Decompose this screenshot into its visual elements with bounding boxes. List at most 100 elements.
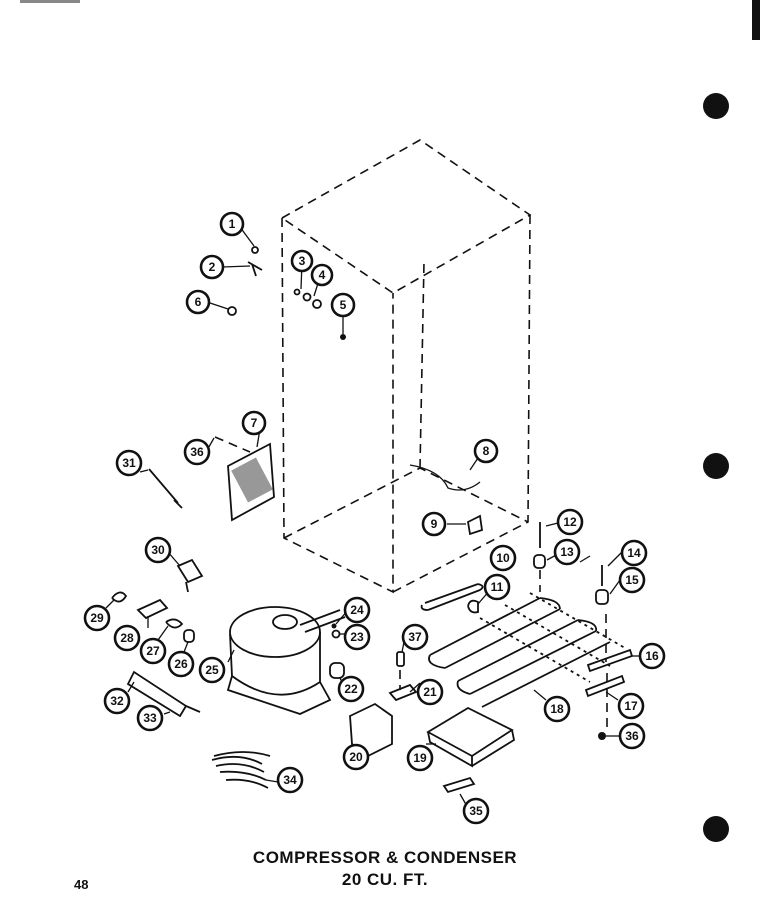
svg-text:6: 6	[195, 295, 202, 309]
svg-text:16: 16	[645, 649, 659, 663]
svg-text:23: 23	[350, 630, 364, 644]
part-13-grommet	[533, 554, 546, 569]
svg-text:3: 3	[299, 254, 306, 268]
svg-text:34: 34	[283, 773, 297, 787]
callout-35: 35	[462, 797, 490, 825]
svg-text:22: 22	[344, 682, 358, 696]
svg-text:25: 25	[205, 663, 219, 677]
part-3-washer	[293, 288, 301, 296]
edge-scan-mark	[752, 0, 760, 40]
callout-20: 20	[342, 743, 370, 771]
part-18-condenser-coil	[429, 592, 626, 707]
callout-28: 28	[113, 624, 141, 652]
svg-text:24: 24	[350, 603, 364, 617]
callout-16: 16	[638, 642, 666, 670]
callout-2: 2	[199, 254, 225, 280]
svg-text:1: 1	[229, 217, 236, 231]
part-30-relay	[176, 558, 204, 593]
svg-text:31: 31	[122, 456, 136, 470]
svg-text:28: 28	[120, 631, 134, 645]
callout-6: 6	[185, 289, 211, 315]
callout-36-panel: 36	[183, 438, 211, 466]
svg-text:14: 14	[627, 546, 641, 560]
binder-hole-mark	[703, 816, 729, 842]
part-29-clip	[111, 591, 128, 603]
callout-13: 13	[553, 538, 581, 566]
callout-17: 17	[617, 692, 645, 720]
part-26-grommet	[183, 629, 195, 643]
svg-text:26: 26	[174, 657, 188, 671]
svg-text:11: 11	[491, 580, 504, 594]
svg-text:35: 35	[469, 804, 483, 818]
cabinet-outline	[280, 139, 532, 594]
part-11-clamp	[467, 599, 479, 614]
svg-text:29: 29	[90, 611, 104, 625]
part-23-washer	[331, 629, 341, 639]
callout-8: 8	[473, 438, 499, 464]
callout-labels: 1 2 3 4 5 6 7 8 9 10 11 12 13 14 15 16 1…	[83, 211, 666, 825]
diagram-title-line-1: COMPRESSOR & CONDENSER	[252, 848, 518, 867]
part-7-panel	[214, 436, 275, 522]
part-21-bracket	[388, 683, 418, 702]
svg-text:36: 36	[625, 729, 639, 743]
callout-37: 37	[401, 623, 429, 651]
callout-33: 33	[136, 704, 164, 732]
callout-15: 15	[618, 566, 646, 594]
binder-hole-mark	[703, 93, 729, 119]
part-35-strip	[442, 776, 476, 794]
callout-36-bracket: 36	[618, 722, 646, 750]
svg-text:17: 17	[624, 699, 638, 713]
callout-5: 5	[330, 292, 356, 318]
svg-text:13: 13	[560, 545, 574, 559]
upper-fasteners	[227, 246, 346, 340]
part-24-clip	[331, 623, 337, 629]
svg-text:36: 36	[190, 445, 204, 459]
callout-21: 21	[416, 678, 444, 706]
svg-text:5: 5	[340, 298, 347, 312]
callout-24: 24	[343, 596, 371, 624]
callout-10: 10	[489, 544, 517, 572]
edge-scan-mark	[20, 0, 80, 3]
callout-19: 19	[406, 744, 434, 772]
svg-text:10: 10	[496, 551, 510, 565]
part-10-dryer	[420, 583, 484, 611]
part-16-bracket	[586, 648, 634, 673]
part-28-cover	[136, 598, 169, 620]
callout-31: 31	[115, 449, 143, 477]
part-31-tie	[148, 468, 183, 509]
svg-text:8: 8	[483, 444, 490, 458]
svg-text:2: 2	[209, 260, 216, 274]
callout-12: 12	[556, 508, 584, 536]
callout-25: 25	[198, 656, 226, 684]
callout-3: 3	[290, 249, 314, 273]
scan-marks	[20, 0, 760, 842]
part-27-clamp	[165, 618, 184, 629]
svg-text:9: 9	[431, 517, 438, 531]
part-37-clip	[396, 651, 405, 667]
callout-4: 4	[310, 263, 334, 287]
svg-text:27: 27	[146, 644, 160, 658]
svg-text:19: 19	[413, 751, 427, 765]
part-4b-nut	[312, 299, 322, 309]
callout-27: 27	[139, 637, 167, 665]
svg-text:30: 30	[151, 543, 165, 557]
part-9-clip	[467, 514, 483, 536]
svg-text:33: 33	[143, 711, 157, 725]
callout-30: 30	[144, 536, 172, 564]
callout-1: 1	[219, 211, 245, 237]
callout-34: 34	[276, 766, 304, 794]
callout-9: 9	[421, 511, 447, 537]
part-25-compressor	[226, 606, 346, 715]
svg-text:20: 20	[349, 750, 363, 764]
svg-text:32: 32	[110, 694, 124, 708]
callout-26: 26	[167, 650, 195, 678]
callout-29: 29	[83, 604, 111, 632]
binder-hole-mark	[703, 453, 729, 479]
part-20-bracket	[349, 702, 393, 758]
part-19-drain-pan	[426, 706, 516, 768]
svg-text:4: 4	[319, 268, 326, 282]
part-4-nut	[302, 292, 312, 302]
svg-text:37: 37	[408, 630, 422, 644]
